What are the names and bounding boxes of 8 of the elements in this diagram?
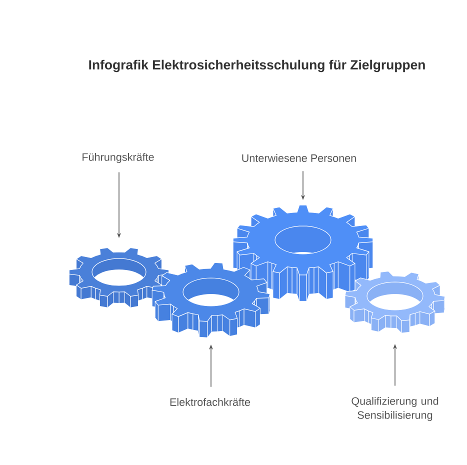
label: Führungskräfte xyxy=(82,152,154,164)
label: Elektrofachkräfte xyxy=(170,398,250,406)
gear xyxy=(68,247,170,308)
label: Qualifizierung und Sensibilisierung xyxy=(352,396,438,422)
label: Unterwiesene Personen xyxy=(242,154,356,162)
gear xyxy=(152,262,270,338)
gear xyxy=(344,270,446,334)
title: Infografik Elektrosicherheitsschulung für Zielgruppen xyxy=(89,60,425,72)
